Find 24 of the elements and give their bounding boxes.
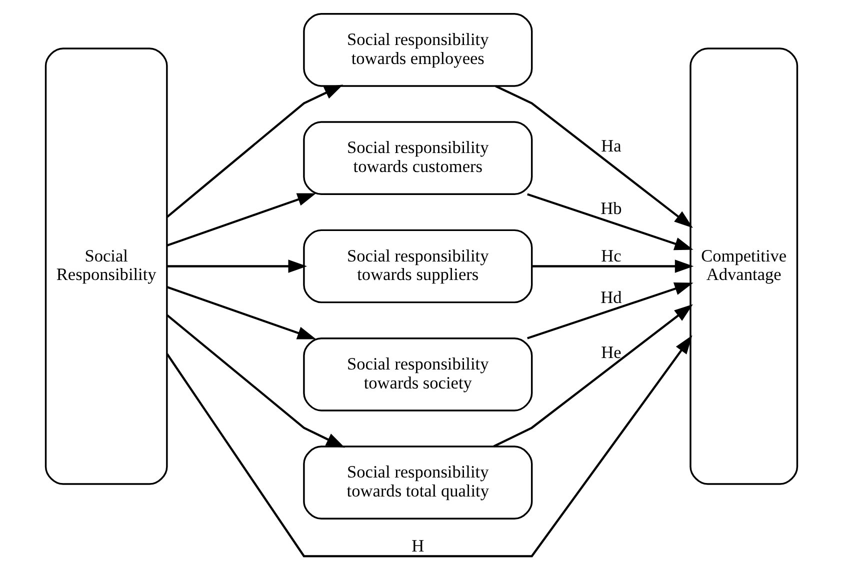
node-box: Social responsibility towards employees (303, 12, 533, 87)
arrow (166, 335, 692, 558)
arrow (166, 84, 344, 218)
arrow (493, 304, 693, 448)
edge-label: Hc (601, 246, 622, 266)
arrow (166, 314, 345, 448)
arrow (532, 260, 694, 273)
edge-label: H (412, 536, 424, 556)
edge-label: He (601, 342, 622, 362)
edge-label: Hb (600, 198, 622, 218)
node-box: Social Responsibility (44, 48, 168, 485)
arrow (495, 85, 693, 228)
node-box: Competitive Advantage (690, 48, 798, 485)
node-box: Social responsibility towards suppliers (303, 229, 533, 304)
edge-label: Hd (600, 288, 622, 308)
arrow (166, 260, 308, 273)
node-box: Social responsibility towards total quality (303, 446, 533, 520)
edge-label: Ha (601, 136, 622, 156)
node-box: Social responsibility towards customers (303, 121, 533, 195)
node-box: Social responsibility towards society (303, 338, 533, 412)
arrow (166, 286, 316, 340)
arrow (166, 193, 316, 247)
arrow (527, 282, 694, 340)
arrow (527, 193, 694, 250)
